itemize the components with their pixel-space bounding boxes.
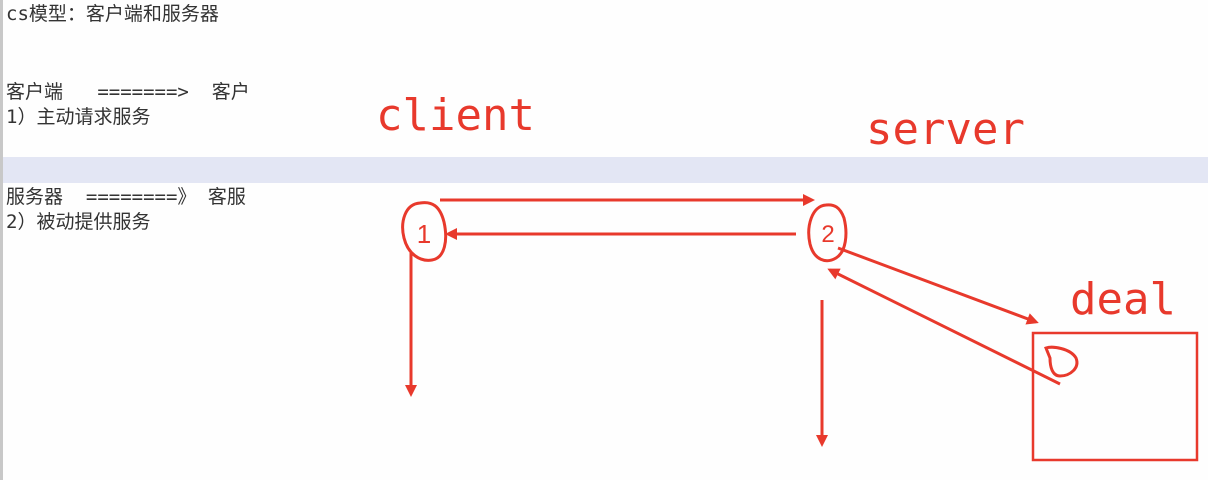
text-line-server[interactable]: 服务器 ========》 客服 (6, 186, 246, 208)
deal-box (1031, 331, 1199, 462)
client-node: 1 (401, 201, 448, 262)
server-node-glyph: 2 (821, 221, 834, 248)
text-line-server-desc[interactable]: 2）被动提供服务 (6, 211, 151, 233)
client-node-glyph: 1 (417, 219, 431, 249)
text-line-client[interactable]: 客户端 =======> 客户 (6, 81, 250, 103)
dispatch-arrow (837, 246, 1039, 325)
text-line-client-desc[interactable]: 1）主动请求服务 (6, 106, 151, 128)
current-line-highlight (3, 157, 1208, 183)
editor-left-border (0, 0, 3, 480)
return-arrow (827, 268, 1061, 386)
text-line-title[interactable]: cs模型：客户端和服务器 (6, 3, 219, 25)
server-node: 2 (807, 203, 848, 263)
annotation-server: server (866, 104, 1025, 155)
annotation-client: client (376, 90, 535, 141)
deal-node (1044, 345, 1079, 378)
annotation-deal: deal (1070, 274, 1176, 325)
